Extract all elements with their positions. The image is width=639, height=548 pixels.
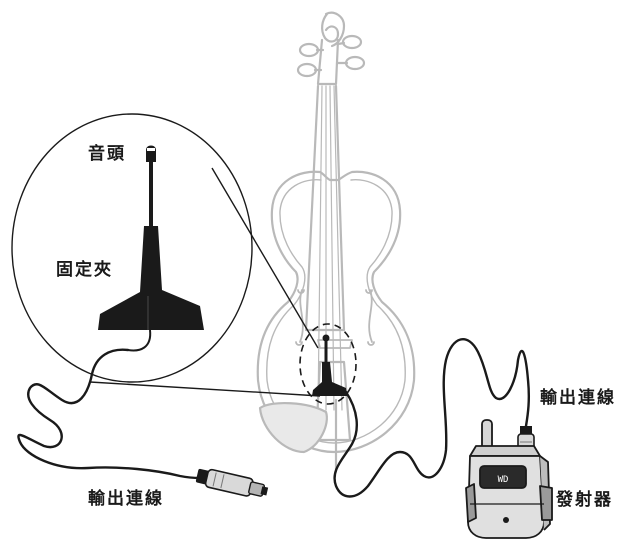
peg-right-upper — [341, 34, 363, 50]
transmitter-display — [479, 465, 527, 489]
peg-left-upper — [298, 42, 320, 58]
zoom-callout — [11, 113, 357, 405]
label-transmitter: 發射器 — [556, 490, 613, 510]
peg-left-lower — [296, 62, 318, 78]
mic-location-marker — [299, 323, 357, 405]
label-output-cable-left: 輸出連線 — [88, 489, 164, 509]
violin — [256, 11, 416, 472]
transmitter-belt-clip — [465, 483, 553, 523]
f-hole-right — [365, 289, 375, 346]
mic-cable-zoom — [127, 329, 152, 352]
cable-connector-left — [195, 468, 269, 497]
label-mounting-clip: 固定夾 — [56, 260, 113, 280]
zoom-circle — [11, 113, 253, 383]
violin-body — [256, 170, 416, 454]
zoom-line-top — [211, 167, 319, 349]
zoom-line-bottom — [89, 381, 321, 397]
mic-gooseneck — [149, 162, 153, 226]
peg-right-lower — [344, 55, 366, 71]
mic-capsule — [146, 145, 156, 162]
zoomed-microphone — [98, 145, 204, 352]
violin-chinrest — [258, 401, 328, 454]
f-hole-left — [295, 289, 305, 346]
small-microphone — [312, 334, 347, 396]
transmitter-input-cable — [333, 338, 531, 498]
violin-pegbox — [316, 38, 340, 86]
mic-output-cable — [17, 348, 202, 480]
mic-clip-body — [98, 226, 204, 330]
label-mic-head: 音頭 — [88, 144, 126, 164]
violin-purfling — [266, 179, 406, 444]
bodypack-transmitter — [465, 419, 553, 539]
violin-fingerboard — [304, 84, 346, 332]
violin-bridge — [317, 339, 353, 349]
violin-scroll — [321, 11, 346, 48]
transmitter-display-text: WD — [498, 475, 509, 485]
label-output-cable-right: 輸出連線 — [540, 388, 616, 408]
